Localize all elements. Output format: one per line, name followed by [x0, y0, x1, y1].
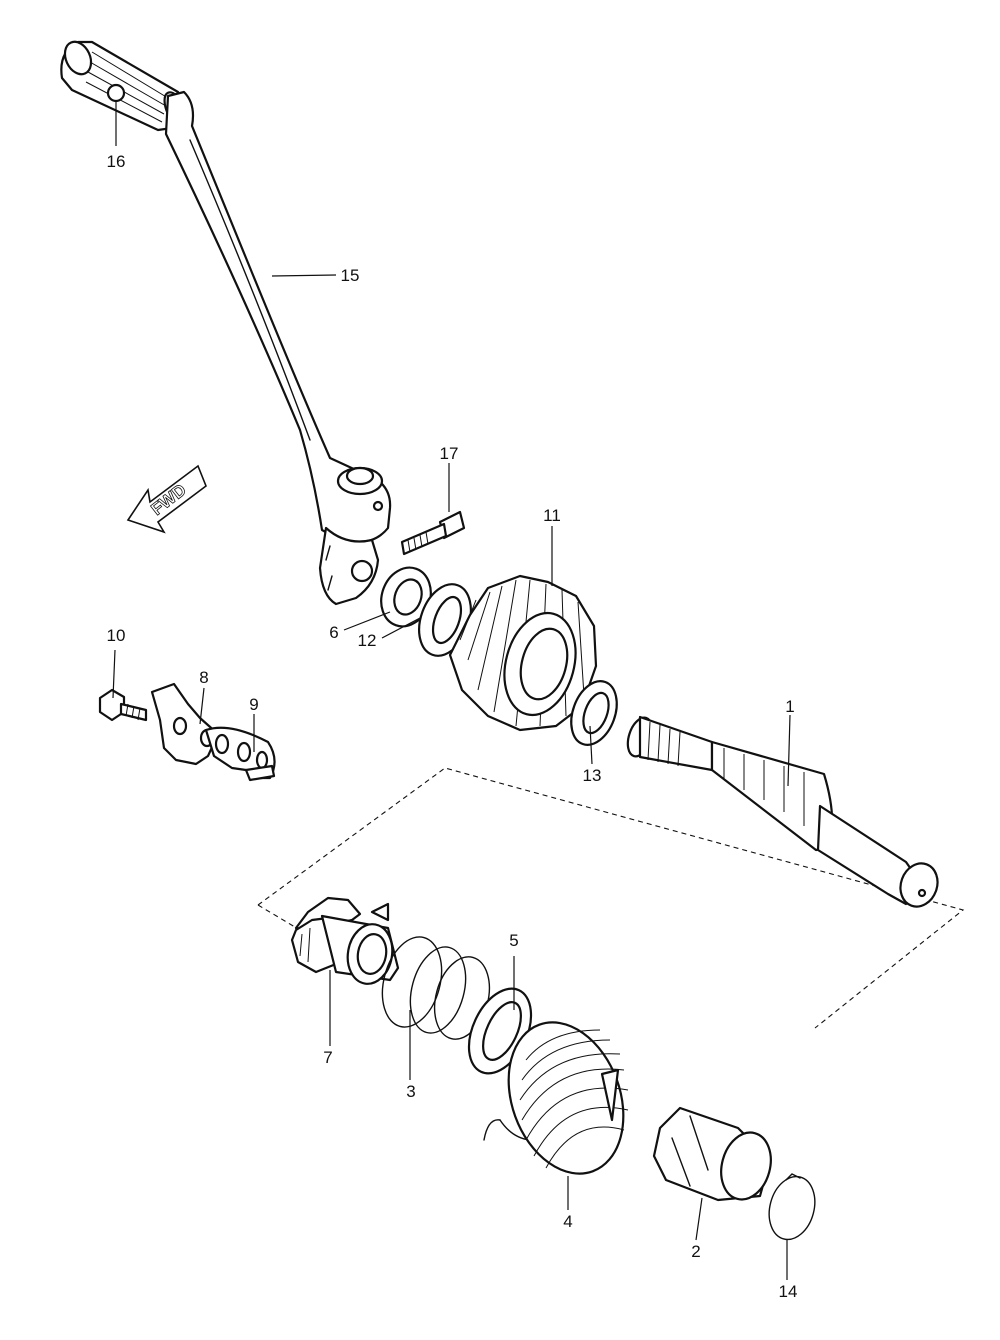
return-spring	[483, 1021, 629, 1175]
callout-15: 15	[341, 266, 360, 285]
callout-4: 4	[563, 1212, 572, 1231]
callout-12: 12	[358, 631, 377, 650]
gasket-plate	[204, 726, 276, 782]
callout-16: 16	[107, 152, 126, 171]
callout-6: 6	[329, 623, 338, 642]
bolt	[400, 510, 466, 556]
callout-3: 3	[406, 1082, 415, 1101]
circlip	[768, 1173, 816, 1241]
assembly-outline-left	[257, 904, 301, 931]
leader-lines	[112, 100, 791, 1280]
fwd-arrow: FWD	[126, 464, 207, 534]
callout-8: 8	[199, 668, 208, 687]
bolt	[98, 688, 148, 722]
callout-2: 2	[691, 1242, 700, 1261]
callout-13: 13	[583, 766, 602, 785]
ratchet	[290, 896, 400, 985]
callout-5: 5	[509, 931, 518, 950]
callout-17: 17	[440, 444, 459, 463]
callout-7: 7	[323, 1048, 332, 1067]
callout-labels: 1 2 3 4 5 6 7 8 9 10 11 12 13 14 15 16 1…	[107, 152, 798, 1301]
kick-lever	[164, 90, 392, 606]
washer	[570, 680, 618, 746]
callout-14: 14	[779, 1282, 798, 1301]
callout-11: 11	[543, 506, 561, 525]
oil-seal	[380, 566, 432, 628]
guide-plate	[150, 682, 220, 766]
kick-starter-shaft	[626, 715, 939, 908]
assembly-outline	[257, 767, 965, 1029]
callout-10: 10	[107, 626, 126, 645]
callout-1: 1	[785, 697, 794, 716]
spring-guide	[652, 1106, 772, 1202]
callout-9: 9	[249, 695, 258, 714]
spring	[381, 936, 491, 1040]
